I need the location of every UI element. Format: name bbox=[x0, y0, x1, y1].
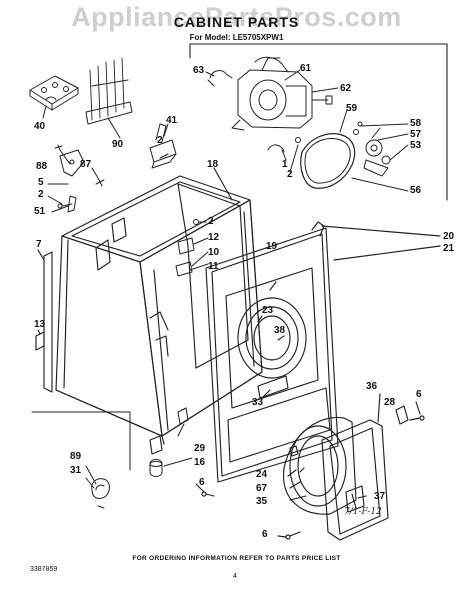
callout-18: 18 bbox=[207, 159, 219, 170]
callout-41: 41 bbox=[166, 115, 178, 126]
callout-62: 62 bbox=[340, 83, 352, 94]
callout-5: 5 bbox=[38, 177, 44, 188]
callout-21: 21 bbox=[443, 243, 455, 254]
diagram-title: CABINET PARTS bbox=[173, 14, 300, 30]
callout-89: 89 bbox=[70, 451, 82, 462]
watermark: AppliancePartsPros.com bbox=[71, 2, 402, 32]
door-assembly bbox=[196, 394, 424, 540]
callout-51: 51 bbox=[34, 206, 46, 217]
callout-23: 23 bbox=[262, 305, 274, 316]
callout-7: 7 bbox=[36, 239, 42, 250]
idler-pulley bbox=[364, 128, 390, 176]
page-number: 4 bbox=[233, 573, 237, 580]
thermostat-inset bbox=[32, 412, 130, 508]
callout-57: 57 bbox=[410, 129, 422, 140]
callout-6: 6 bbox=[416, 389, 422, 400]
small-parts-top-left bbox=[30, 58, 176, 212]
callout-10: 10 bbox=[208, 247, 220, 258]
callout-53: 53 bbox=[410, 140, 422, 151]
callout-61: 61 bbox=[300, 63, 312, 74]
ordering-note: FOR ORDERING INFORMATION REFER TO PARTS … bbox=[132, 555, 341, 562]
callout-56: 56 bbox=[410, 185, 422, 196]
callout-40: 40 bbox=[34, 121, 46, 132]
callout-2: 2 bbox=[287, 169, 293, 180]
callout-88: 88 bbox=[36, 161, 48, 172]
handwritten-note: 7/1-F-12 bbox=[344, 507, 382, 517]
callout-24: 24 bbox=[256, 469, 268, 480]
callout-36: 36 bbox=[366, 381, 378, 392]
callout-19: 19 bbox=[266, 241, 278, 252]
callout-13: 13 bbox=[34, 319, 46, 330]
callout-29: 29 bbox=[194, 443, 206, 454]
callout-16: 16 bbox=[194, 457, 206, 468]
callout-63: 63 bbox=[193, 65, 205, 76]
model-line: For Model: LE5705XPW1 bbox=[189, 33, 284, 42]
motor-drive-inset bbox=[190, 44, 447, 200]
callout-87: 87 bbox=[80, 159, 92, 170]
callout-6: 6 bbox=[262, 529, 268, 540]
callout-12: 12 bbox=[208, 232, 220, 243]
callout-2: 2 bbox=[208, 216, 214, 227]
motor-assembly bbox=[232, 57, 332, 130]
callout-90: 90 bbox=[112, 139, 124, 150]
front-panel bbox=[206, 168, 440, 482]
callout-6: 6 bbox=[199, 477, 205, 488]
callout-1: 1 bbox=[282, 159, 288, 170]
callout-2: 2 bbox=[157, 135, 163, 146]
callout-33: 33 bbox=[252, 397, 264, 408]
callout-20: 20 bbox=[443, 231, 455, 242]
center-small-parts bbox=[150, 220, 208, 477]
callout-59: 59 bbox=[346, 103, 358, 114]
callout-2: 2 bbox=[38, 189, 44, 200]
callout-35: 35 bbox=[256, 496, 268, 507]
document-number: 3387859 bbox=[30, 566, 58, 573]
callout-11: 11 bbox=[208, 261, 219, 272]
callout-31: 31 bbox=[70, 465, 82, 476]
motor-mount-strap bbox=[210, 71, 232, 78]
drum-belt bbox=[301, 134, 355, 189]
callout-67: 67 bbox=[256, 483, 268, 494]
cabinet-body bbox=[36, 176, 262, 454]
callout-58: 58 bbox=[410, 118, 422, 129]
callout-37: 37 bbox=[374, 491, 386, 502]
callout-38: 38 bbox=[274, 325, 286, 336]
callout-28: 28 bbox=[384, 397, 396, 408]
